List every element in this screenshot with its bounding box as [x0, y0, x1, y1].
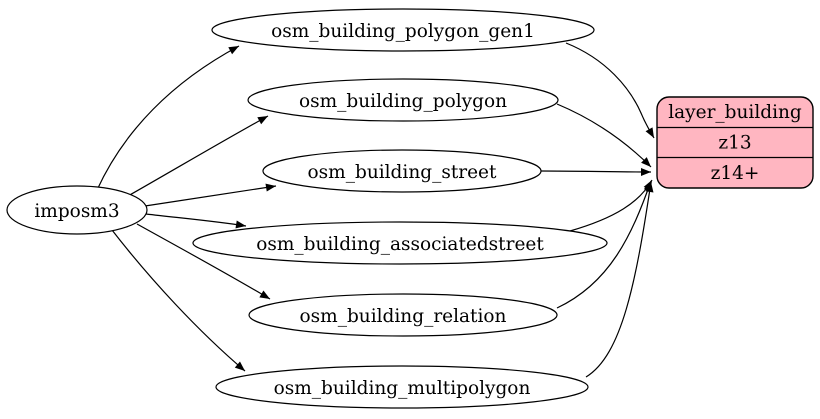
- edge-relation-to-z14: [556, 180, 652, 309]
- node-osm-building-relation: osm_building_relation: [248, 293, 558, 337]
- edge-imposm3-to-associatedstreet: [145, 213, 247, 229]
- associatedstreet-label: osm_building_associatedstreet: [256, 234, 544, 255]
- relation-label: osm_building_relation: [300, 306, 507, 327]
- polygon-ellipse: [247, 78, 559, 122]
- node-layer-building: layer_building z13 z14+: [656, 96, 814, 189]
- node-osm-building-polygon: osm_building_polygon: [247, 78, 559, 122]
- node-osm-building-polygon-gen1: osm_building_polygon_gen1: [211, 8, 595, 52]
- edge-imposm3-to-multipolygon: [111, 229, 246, 372]
- node-osm-building-multipolygon: osm_building_multipolygon: [215, 365, 589, 409]
- layer-building-row-z14plus: z14+: [711, 163, 760, 184]
- node-osm-building-associatedstreet: osm_building_associatedstreet: [192, 221, 608, 265]
- node-osm-building-street: osm_building_street: [262, 149, 542, 193]
- edge-polygon-to-z14: [556, 103, 652, 168]
- relation-ellipse: [248, 293, 558, 337]
- edge-imposm3-to-polygon: [127, 115, 269, 197]
- polygon-gen1-label: osm_building_polygon_gen1: [271, 21, 535, 42]
- imposm3-label: imposm3: [34, 201, 119, 222]
- layer-building-box: [656, 96, 814, 189]
- edge-multipolygon-to-z14: [585, 181, 654, 378]
- layer-building-row-z13: z13: [718, 133, 751, 154]
- layer-building-title: layer_building: [668, 102, 802, 123]
- polygon-gen1-ellipse: [211, 8, 595, 52]
- edge-imposm3-to-polygon-gen1: [96, 45, 240, 191]
- street-ellipse: [262, 149, 542, 193]
- edge-imposm3-to-street: [144, 183, 277, 207]
- edge-group-layer: [540, 42, 655, 378]
- edge-associatedstreet-to-z14: [569, 179, 653, 232]
- edge-street-to-z14: [540, 167, 652, 176]
- multipolygon-label: osm_building_multipolygon: [274, 378, 531, 399]
- edge-imposm3-to-relation: [136, 223, 271, 300]
- multipolygon-ellipse: [215, 365, 589, 409]
- edge-polygon-gen1-to-z13: [565, 42, 655, 139]
- node-imposm3: imposm3: [6, 185, 148, 235]
- edge-group: [96, 45, 277, 372]
- street-label: osm_building_street: [308, 162, 497, 183]
- imposm3-ellipse: [6, 185, 148, 235]
- polygon-label: osm_building_polygon: [299, 91, 507, 112]
- associatedstreet-ellipse: [192, 221, 608, 265]
